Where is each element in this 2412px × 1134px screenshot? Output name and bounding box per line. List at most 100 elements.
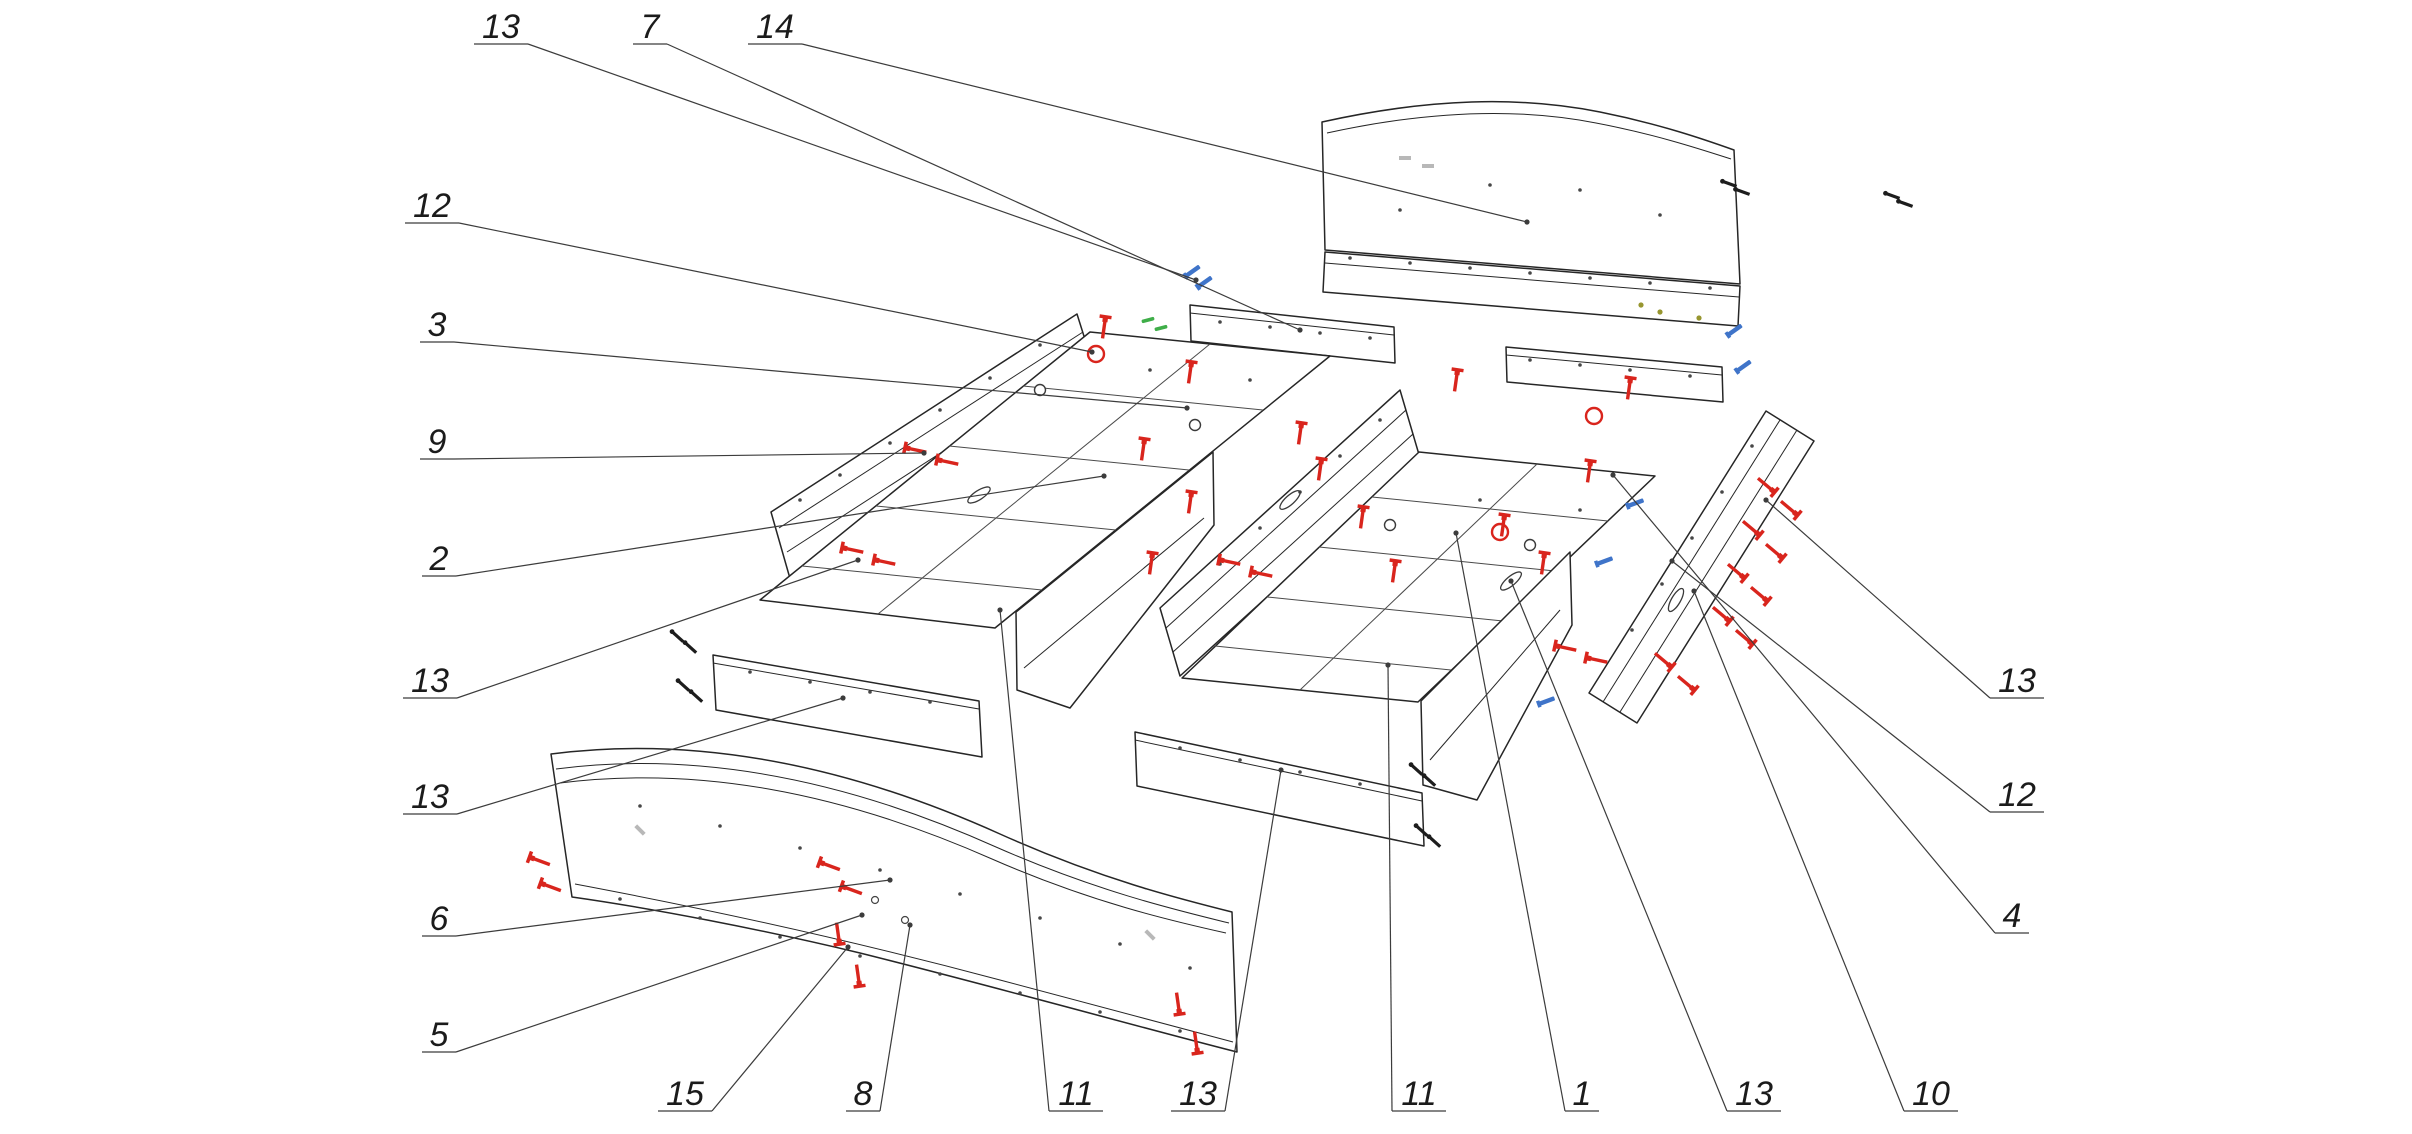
pilot-hole-dot (1318, 331, 1322, 335)
leader-line (527, 43, 1197, 281)
part-callout: 5 (422, 912, 865, 1054)
part-number: 13 (1735, 1075, 1773, 1113)
screw-black-icon (1408, 762, 1424, 776)
base-apron-right (1420, 551, 1573, 801)
leader-end-dot (997, 607, 1003, 613)
dot-olive-icon (1657, 309, 1663, 315)
pilot-hole-dot (988, 376, 992, 380)
screw-icon (1676, 674, 1700, 696)
slot-oval-icon (967, 486, 991, 504)
leader-line (801, 43, 1528, 223)
leader-end-dot (1763, 497, 1769, 503)
pilot-hole-dot (1408, 261, 1412, 265)
pilot-hole-dot (1378, 418, 1382, 422)
dot-olive-icon (1638, 302, 1644, 308)
pilot-hole-dot (698, 916, 702, 920)
screw-icon (1583, 651, 1608, 664)
screw-icon (1173, 992, 1186, 1017)
leader-line (1765, 499, 1991, 699)
headboard-panel (1321, 100, 1741, 327)
pilot-hole-dot (798, 498, 802, 502)
pilot-hole-dot (1248, 378, 1252, 382)
screw-black-icon (669, 629, 685, 643)
part-number: 1 (1573, 1075, 1592, 1113)
leader-end-dot (1610, 472, 1616, 478)
part-number: 14 (756, 8, 794, 46)
screw-icon (1584, 458, 1597, 483)
leader-end-dot (921, 450, 927, 456)
screw-black-icon (675, 678, 691, 692)
pilot-hole-dot (1368, 336, 1372, 340)
cam-ring-red-icon (1490, 522, 1510, 542)
leader-line (1224, 769, 1282, 1112)
pilot-hole-dot (618, 897, 622, 901)
leader-line (456, 559, 859, 699)
part-callout: 12 (1669, 558, 2044, 814)
screw-icon (1185, 359, 1198, 384)
part-callout: 11 (1385, 662, 1446, 1113)
leader-end-dot (1278, 767, 1284, 773)
leader-end-dot (855, 557, 861, 563)
leader-end-dot (1385, 662, 1391, 668)
leader-end-dot (887, 877, 893, 883)
hole-icon (900, 915, 910, 925)
pilot-hole-dot (1468, 266, 1472, 270)
screw-icon (1552, 639, 1577, 652)
screw-icon (1248, 565, 1273, 578)
pilot-hole-dot (1038, 916, 1042, 920)
part-callout: 4 (1610, 472, 2029, 935)
pilot-hole-dot (718, 824, 722, 828)
leader-line (458, 222, 1093, 353)
screw-black-icon (682, 640, 698, 654)
screw-icon (1734, 628, 1758, 650)
part-number: 7 (641, 8, 661, 46)
part-number: 13 (411, 778, 449, 816)
pilot-hole-dot (868, 690, 872, 694)
pilot-hole-dot (1578, 508, 1582, 512)
mark-icon (634, 824, 646, 836)
leader-line (1693, 590, 1905, 1112)
screw-icon (1779, 499, 1803, 521)
front-rail-right (1134, 731, 1425, 847)
pilot-hole-dot (838, 473, 842, 477)
pilot-hole-dot (878, 868, 882, 872)
pilot-hole-dot (1528, 271, 1532, 275)
pilot-hole-dot (938, 408, 942, 412)
screw-icon (1741, 519, 1765, 541)
base-apron-left (1015, 451, 1215, 709)
screw-icon (1295, 420, 1308, 445)
part-number: 3 (428, 306, 447, 344)
leader-end-dot (859, 912, 865, 918)
mark-icon (1144, 929, 1156, 941)
part-number: 9 (428, 423, 447, 461)
leader-end-dot (1184, 405, 1190, 411)
pilot-hole-dot (1188, 966, 1192, 970)
bed-base-right (1181, 451, 1656, 703)
part-number: 8 (854, 1075, 873, 1113)
pilot-hole-dot (1258, 526, 1262, 530)
leader-end-dot (1524, 219, 1530, 225)
pilot-hole-dot (748, 670, 752, 674)
part-callout: 8 (846, 922, 913, 1113)
pilot-hole-dot (1628, 368, 1632, 372)
pilot-hole-dot (1218, 320, 1222, 324)
bolt-blue-icon (1733, 360, 1752, 375)
screw-icon (1389, 558, 1402, 583)
screw-black-icon (1733, 186, 1751, 196)
pilot-hole-dot (1478, 498, 1482, 502)
leader-line (1455, 532, 1566, 1112)
pilot-hole-dot (1488, 183, 1492, 187)
screw-icon (536, 876, 562, 893)
screw-icon (1185, 489, 1198, 514)
pilot-hole-dot (1528, 358, 1532, 362)
leader-line (1387, 664, 1393, 1112)
pilot-hole-dot (798, 846, 802, 850)
part-number: 11 (1401, 1075, 1436, 1113)
pilot-hole-dot (1750, 444, 1754, 448)
pilot-hole-dot (1708, 286, 1712, 290)
cam-lock-icon (1523, 538, 1537, 552)
hole-icon (870, 895, 880, 905)
pilot-hole-dot (1178, 1029, 1182, 1033)
pilot-hole-dot (1348, 256, 1352, 260)
